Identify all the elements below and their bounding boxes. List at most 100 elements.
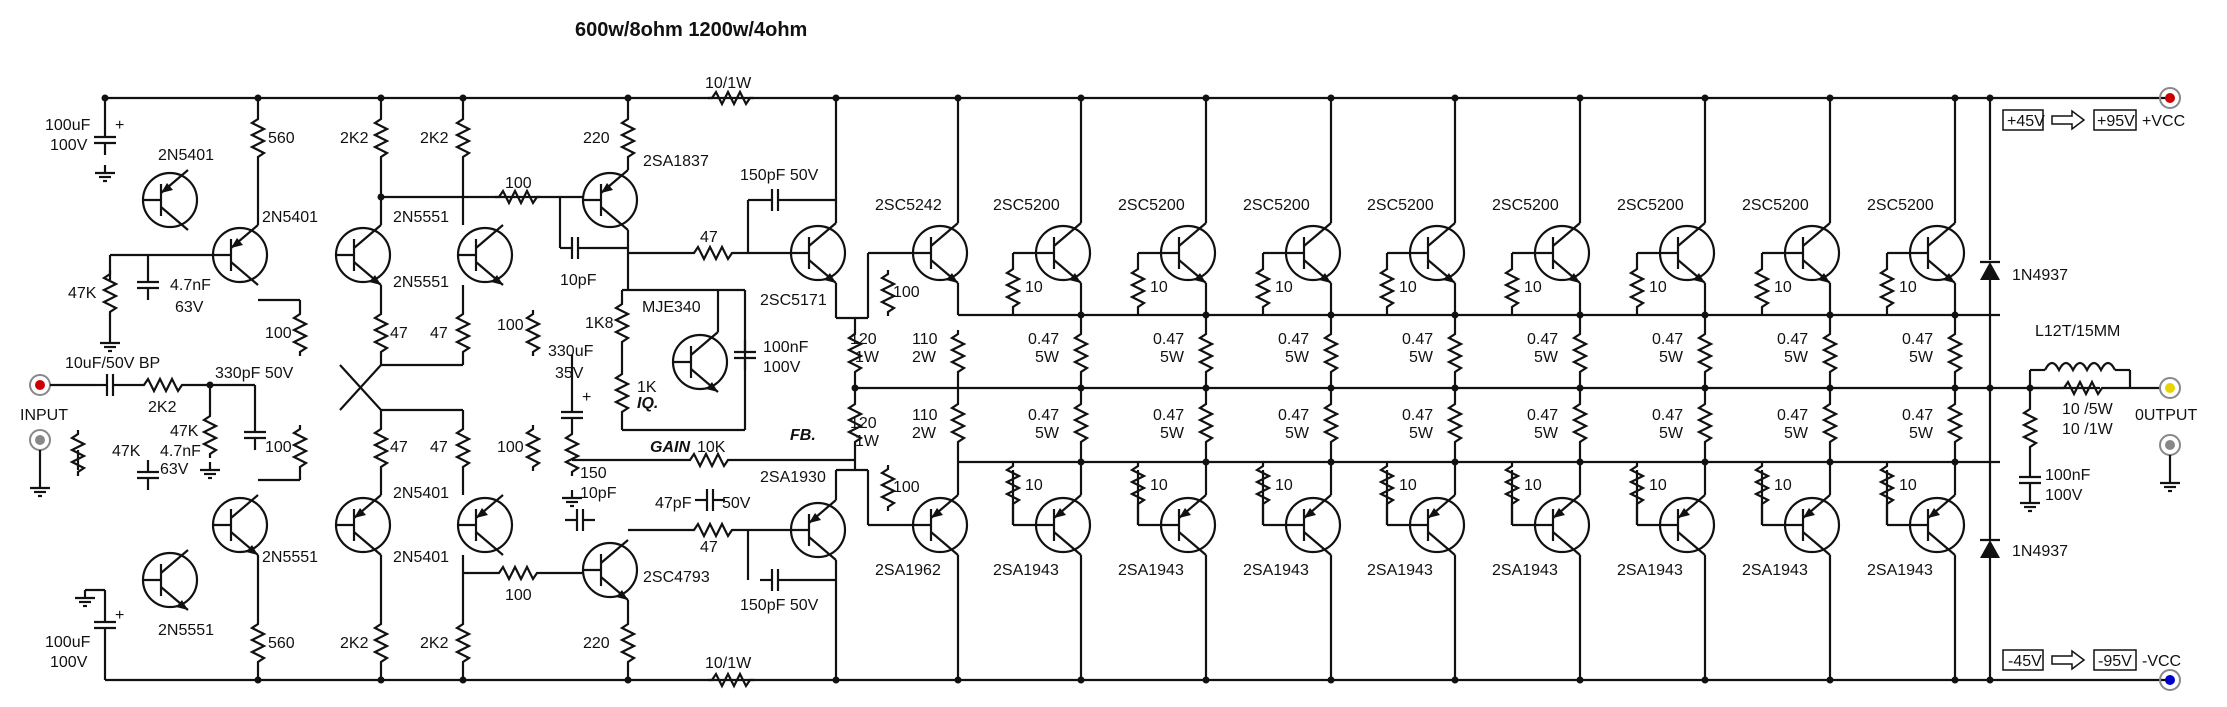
- output-transistor-top-8: [1908, 221, 1966, 285]
- output-emitter-resistor-bottom-watts-8: 5W: [1909, 425, 1934, 442]
- output-transistor-top-4: [1408, 221, 1466, 285]
- resistor-47-4-label: 47: [430, 439, 448, 456]
- resistor-120-top-label: 120: [850, 331, 877, 348]
- output-inductor: [2044, 361, 2116, 373]
- resistor-120-bottom-watts: 1W: [855, 433, 880, 450]
- resistor-220-top: [620, 113, 636, 163]
- transistor-driver-top-label: 2SC5171: [760, 292, 827, 309]
- input-label: INPUT: [20, 407, 68, 424]
- output-transistor-top-5: [1533, 221, 1591, 285]
- transistor-vas-bottom: [581, 538, 639, 602]
- resistor-2k2-1: [373, 113, 389, 163]
- output-base-resistor-top-label-5: 10: [1524, 279, 1542, 296]
- input-filter-cap: [242, 418, 268, 452]
- cap-150pf-top: [758, 187, 792, 213]
- zobel-cap-label: 100nF: [2045, 467, 2091, 484]
- vcc-pos-indicator: [2002, 109, 2137, 131]
- resistor-150-label: 150: [580, 465, 607, 482]
- gain-label: GAIN: [650, 439, 690, 456]
- output-emitter-resistor-top-watts-4: 5W: [1409, 349, 1434, 366]
- input-resistor-label: 2K2: [148, 399, 177, 416]
- resistor-100-left-1: [292, 308, 308, 358]
- resistor-2k2-4-label: 2K2: [420, 635, 449, 652]
- resistor-100-vas-bottom-label: 100: [505, 587, 532, 604]
- resistor-220-top-label: 220: [583, 130, 610, 147]
- transistor-q3: [211, 493, 269, 557]
- resistor-100-left-2-label: 100: [265, 439, 292, 456]
- cap-4n7-top-label: 4.7nF: [170, 277, 211, 294]
- output-emitter-resistor-bottom-label-8: 0.47: [1902, 407, 1933, 424]
- output-base-resistor-bottom-label-2: 10: [1150, 477, 1168, 494]
- output-port[interactable]: [2159, 377, 2181, 399]
- cap-47pf-voltage: 50V: [722, 495, 751, 512]
- resistor-1k-iq: [614, 368, 630, 418]
- output-emitter-resistor-bottom-watts-1: 5W: [1035, 425, 1060, 442]
- resistor-47-4: [455, 423, 471, 473]
- output-base-resistor-bottom-label-4: 10: [1399, 477, 1417, 494]
- output-transistor-top-label-8: 2SC5200: [1867, 197, 1934, 214]
- output-emitter-resistor-bottom-watts-6: 5W: [1659, 425, 1684, 442]
- resistor-100-left-1-label: 100: [265, 325, 292, 342]
- output-emitter-resistor-bottom-watts-4: 5W: [1409, 425, 1434, 442]
- resistor-560-top-label: 560: [268, 130, 295, 147]
- transistor-q1-label: 2N5401: [158, 147, 214, 164]
- output-emitter-resistor-bottom-label-2: 0.47: [1153, 407, 1184, 424]
- vcc-pos-high: +95V: [2097, 113, 2135, 130]
- output-emitter-resistor-top-label-4: 0.47: [1402, 331, 1433, 348]
- transistor-predriver-bottom-label: 2SA1962: [875, 562, 941, 579]
- transistor-q8: [456, 493, 514, 557]
- output-transistor-bottom-1: [1034, 493, 1092, 557]
- output-base-resistor-top-label-3: 10: [1275, 279, 1293, 296]
- transistor-driver-bottom: [789, 498, 847, 562]
- zobel-cap-voltage: 100V: [2045, 487, 2083, 504]
- resistor-47-2: [455, 308, 471, 358]
- output-base-resistor-top-6: [1629, 263, 1645, 313]
- resistor-47k-top-label: 47K: [68, 285, 97, 302]
- output-base-resistor-top-label-8: 10: [1899, 279, 1917, 296]
- output-base-resistor-top-8: [1879, 263, 1895, 313]
- output-inductor-label: L12T/15MM: [2035, 323, 2120, 340]
- output-base-resistor-top-3: [1255, 263, 1271, 313]
- output-emitter-resistor-top-watts-3: 5W: [1285, 349, 1310, 366]
- diode-top-label: 1N4937: [2012, 267, 2068, 284]
- transistor-q2-label: 2N5401: [262, 209, 318, 226]
- output-transistor-top-label-6: 2SC5200: [1617, 197, 1684, 214]
- transistor-vas-top-label: 2SA1837: [643, 153, 709, 170]
- resistor-47-driver-top: [688, 245, 738, 261]
- cap-330uf-label: 330uF: [548, 343, 594, 360]
- transistor-q2: [211, 223, 269, 287]
- output-base-resistor-top-2: [1130, 263, 1146, 313]
- vcc-neg-port[interactable]: [2159, 669, 2181, 691]
- vcc-pos-port[interactable]: [2159, 87, 2181, 109]
- input-port[interactable]: [29, 374, 51, 396]
- transistor-q8-label: 2N5401: [393, 549, 449, 566]
- output-stage: 2SC52002SA194310100.475W0.475W2SC52002SA…: [993, 94, 1966, 684]
- output-base-resistor-top-label-1: 10: [1025, 279, 1043, 296]
- vcc-pos-low: +45V: [2007, 113, 2045, 130]
- transistor-predriver-bottom: [911, 493, 969, 557]
- output-transistor-top-label-1: 2SC5200: [993, 197, 1060, 214]
- supply-cap-bottom-label: 100uF: [45, 634, 91, 651]
- output-emitter-resistor-top-watts-2: 5W: [1160, 349, 1185, 366]
- transistor-driver-bottom-label: 2SA1930: [760, 469, 826, 486]
- cap-4n7-top-voltage: 63V: [175, 299, 204, 316]
- output-label: 0UTPUT: [2135, 407, 2197, 424]
- vcc-neg-label: -VCC: [2142, 653, 2181, 670]
- output-emitter-resistor-bottom-watts-3: 5W: [1285, 425, 1310, 442]
- resistor-2k2-3: [373, 618, 389, 668]
- output-emitter-resistor-top-watts-7: 5W: [1784, 349, 1809, 366]
- output-transistor-bottom-4: [1408, 493, 1466, 557]
- output-emitter-resistor-top-label-5: 0.47: [1527, 331, 1558, 348]
- output-emitter-resistor-bottom-watts-2: 5W: [1160, 425, 1185, 442]
- cap-10pf-top: [558, 235, 592, 261]
- output-transistor-top-7: [1783, 221, 1841, 285]
- output-transistor-bottom-5: [1533, 493, 1591, 557]
- cap-330uf-voltage: 35V: [555, 365, 584, 382]
- cap-10pf-top-label: 10pF: [560, 272, 597, 289]
- output-emitter-resistor-bottom-watts-7: 5W: [1784, 425, 1809, 442]
- transistor-q3-label: 2N5551: [262, 549, 318, 566]
- input-coupling-cap: [93, 372, 127, 398]
- resistor-120-top-watts: 1W: [855, 349, 880, 366]
- resistor-47-3: [373, 423, 389, 473]
- output-emitter-resistor-bottom-8: [1947, 398, 1963, 448]
